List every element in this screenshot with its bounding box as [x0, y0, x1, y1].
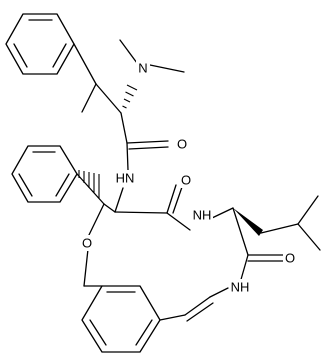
svg-text:NH: NH: [193, 208, 212, 223]
atom-label-o-amide-top: O: [175, 136, 189, 152]
dimethylamino-group: [119, 39, 185, 73]
alpha-carbon-bonds: [114, 184, 191, 231]
atom-label-nh-right: NH: [191, 207, 213, 223]
svg-text:O: O: [177, 137, 187, 152]
atom-label-o-right: O: [283, 250, 297, 266]
macrocycle-right-chain: [211, 207, 284, 284]
macrocycle-left-chain: [76, 170, 124, 238]
isobutyl-group: [260, 195, 321, 251]
stereo-hash-bond-top: [122, 84, 138, 109]
svg-text:HN: HN: [116, 171, 135, 186]
svg-text:O: O: [82, 236, 92, 251]
benzene-ring-top: [5, 13, 75, 75]
benzyl-chain: [73, 43, 122, 114]
svg-text:N: N: [138, 61, 147, 76]
svg-text:O: O: [181, 173, 191, 188]
benzene-ring-left: [11, 145, 78, 203]
atom-label-o-ether: O: [80, 235, 94, 251]
ether-and-vinyl-bridge: [83, 248, 229, 322]
amide-carbonyl-top: [120, 112, 169, 171]
atom-label-nh-left: HN: [114, 170, 136, 186]
benzene-ring-bottom: [81, 285, 161, 353]
atom-label-n-dimethyl: N: [136, 60, 150, 76]
svg-text:NH: NH: [231, 280, 250, 295]
atom-label-nh-bottom: NH: [229, 279, 251, 295]
atom-label-o-ring-left: O: [179, 172, 193, 188]
svg-text:O: O: [285, 251, 295, 266]
